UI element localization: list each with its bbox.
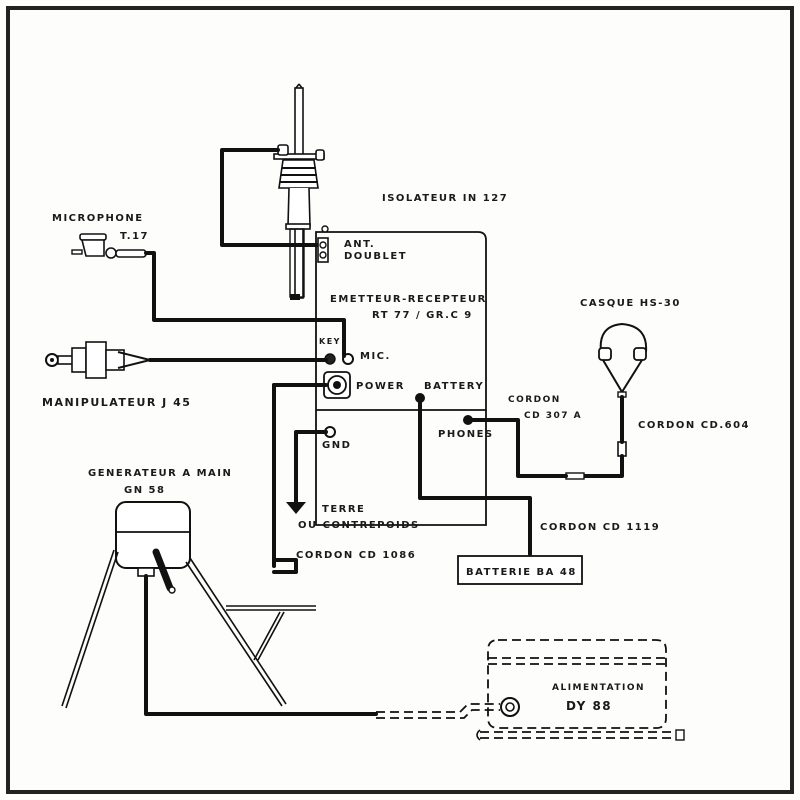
ground-wire (294, 430, 328, 504)
doublet-label: DOUBLET (344, 251, 407, 262)
cd307a-model: CD 307 A (524, 411, 582, 421)
cd307a-label: CORDON (508, 395, 561, 405)
battery-socket-label: BATTERY (424, 381, 484, 392)
generator-model: GN 58 (124, 485, 165, 496)
page-border (6, 6, 794, 794)
ground-icon (286, 502, 306, 514)
antenna-lead-wire (220, 148, 320, 247)
antenna-terminal[interactable] (317, 237, 329, 263)
generator-icon (115, 501, 191, 594)
cord-connector (565, 472, 585, 480)
phones-label: PHONES (438, 429, 494, 440)
power-supply-link-b (376, 709, 500, 719)
phones-cord (466, 418, 568, 478)
cd1119-label: CORDON CD 1119 (540, 522, 660, 533)
battery-label: BATTERIE BA 48 (466, 567, 577, 578)
cd1086-label: CORDON CD 1086 (296, 550, 416, 561)
power-supply-icon (476, 639, 685, 741)
isolator-label: ISOLATEUR IN 127 (382, 193, 508, 204)
ground-label: TERRE (322, 504, 365, 515)
key-label: KEY (319, 337, 341, 346)
ant-label: ANT. (344, 239, 375, 250)
power-socket[interactable] (323, 371, 351, 399)
microphone-label: MICROPHONE (52, 213, 144, 224)
battery-cord (418, 396, 532, 556)
cd604-label: CORDON CD.604 (638, 420, 750, 431)
generator-cord (144, 574, 378, 716)
transceiver-model: RT 77 / GR.C 9 (372, 310, 473, 321)
gnd-label: GND (322, 440, 351, 451)
isolator-icon (273, 144, 325, 300)
manipulator-icon (45, 341, 151, 379)
power-supply-link-a (376, 703, 500, 713)
power-supply-model: DY 88 (566, 699, 612, 713)
power-cord-top (272, 383, 328, 574)
battery-box (457, 555, 583, 585)
ground-label-line2: OU CONTREPOIDS (298, 520, 420, 531)
generator-label: GENERATEUR A MAIN (88, 468, 232, 479)
microphone-cord (144, 251, 346, 358)
transceiver-label: EMETTEUR-RECEPTEUR (330, 294, 487, 305)
power-label: POWER (356, 381, 405, 392)
mic-label: MIC. (360, 351, 391, 362)
manipulator-label: MANIPULATEUR J 45 (42, 396, 191, 409)
transceiver-box (315, 225, 487, 526)
headset-label: CASQUE HS-30 (580, 298, 681, 309)
headset-cord-lower (582, 454, 624, 478)
generator-tripod (61, 549, 316, 709)
microphone-model: T.17 (120, 231, 149, 242)
microphone-icon (71, 233, 147, 259)
power-supply-label: ALIMENTATION (552, 683, 645, 693)
